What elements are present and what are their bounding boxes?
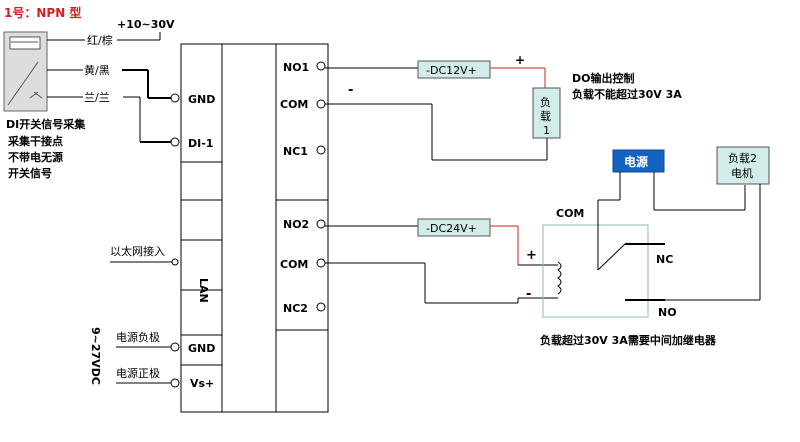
terminal-com1 xyxy=(316,99,326,109)
io-module xyxy=(180,43,329,413)
terminal-no2-label: NO2 xyxy=(283,218,309,231)
circuit2-plus: + xyxy=(526,248,537,263)
terminal-di1 xyxy=(170,137,180,147)
wire-blue-label: 兰/兰 xyxy=(84,91,110,104)
load2-label-2: 电机 xyxy=(731,166,753,180)
terminal-gnd-power xyxy=(170,342,180,352)
load2-label-1: 负载2 xyxy=(728,151,757,165)
sensor-note-1: DI开关信号采集 xyxy=(6,117,86,131)
sensor-note-2: 采集干接点 xyxy=(7,134,63,148)
power-neg-label: 电源负极 xyxy=(116,330,160,344)
dc12v-source-box xyxy=(417,60,491,79)
terminal-nc2-label: NC2 xyxy=(283,302,308,315)
load1-char-1: 负 xyxy=(540,95,551,109)
load2-box xyxy=(716,146,770,185)
circuit2-minus: - xyxy=(526,287,531,302)
terminal-com1-label: COM xyxy=(280,98,308,111)
dc12v-source-label: -DC12V+ xyxy=(426,64,477,77)
sensor-supply-label: +10~30V xyxy=(117,18,175,31)
load1-char-2: 载 xyxy=(540,110,551,123)
relay-no-label: NO xyxy=(658,306,677,319)
circuit1-minus: - xyxy=(348,83,353,98)
terminal-lan xyxy=(171,258,179,266)
diagram-title: 1号：NPN 型 xyxy=(4,5,81,20)
terminal-vs-label: Vs+ xyxy=(190,377,214,390)
sensor-note-4: 开关信号 xyxy=(8,166,52,180)
terminal-nc1-label: NC1 xyxy=(283,145,308,158)
terminal-com2 xyxy=(316,258,326,268)
power-supply-box xyxy=(612,149,665,173)
load1-char-3: 1 xyxy=(543,124,550,137)
terminal-no1 xyxy=(316,61,326,71)
sensor-note-3: 不带电无源 xyxy=(8,150,63,164)
lan-label: LAN xyxy=(197,278,210,303)
power-supply-label: 电源 xyxy=(624,154,648,169)
terminal-no1-label: NO1 xyxy=(283,61,309,74)
terminal-nc2 xyxy=(316,302,326,312)
do-note-1: DO输出控制 xyxy=(572,71,634,85)
terminal-com2-label: COM xyxy=(280,258,308,271)
terminal-no2 xyxy=(316,219,326,229)
circuit1-plus: + xyxy=(515,53,525,67)
dc24v-source-label: -DC24V+ xyxy=(426,222,477,235)
terminal-gnd-label: GND xyxy=(188,93,215,106)
terminal-gnd-sensor xyxy=(170,93,180,103)
terminal-gnd-power-label: GND xyxy=(188,342,215,355)
dc24v-source-box xyxy=(417,218,491,237)
proximity-sensor xyxy=(3,31,48,112)
terminal-vs-plus xyxy=(170,378,180,388)
relay-box xyxy=(542,224,649,318)
terminal-di1-label: DI-1 xyxy=(188,137,213,150)
terminal-nc1 xyxy=(316,145,326,155)
wire-brown-label: 红/棕 xyxy=(87,33,113,47)
do-note-2: 负载不能超过30V 3A xyxy=(572,87,682,101)
relay-coil xyxy=(557,261,562,295)
ethernet-label: 以太网接入 xyxy=(110,245,165,258)
relay-com-label: COM xyxy=(556,207,584,220)
wire-black-label: 黄/黑 xyxy=(84,63,110,77)
relay-nc-label: NC xyxy=(656,253,673,266)
power-range-label: 9~27VDC xyxy=(89,327,102,385)
relay-note: 负载超过30V 3A需要中间加继电器 xyxy=(540,333,717,347)
power-pos-label: 电源正极 xyxy=(116,366,160,380)
